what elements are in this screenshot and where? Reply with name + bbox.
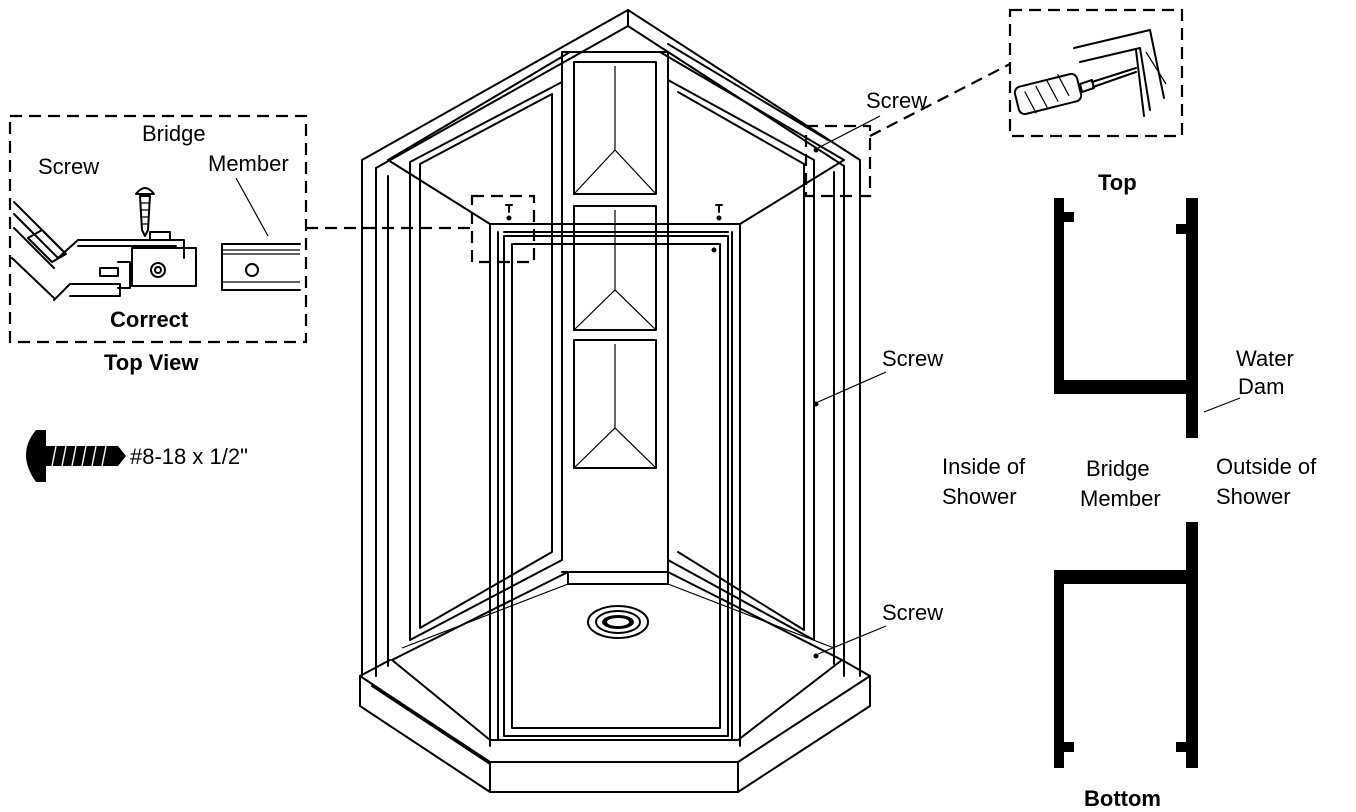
top-right-callout-box xyxy=(804,124,872,198)
screw-leader-middle xyxy=(817,371,887,403)
bridge-center-label-line2: Member xyxy=(1080,486,1161,511)
water-dam-label-line1: Water xyxy=(1236,346,1294,371)
water-dam-label-line2: Dam xyxy=(1238,374,1284,399)
angled-rail xyxy=(11,201,67,299)
top-left-callout-box xyxy=(470,194,536,264)
door-frame xyxy=(387,51,845,747)
top-screws xyxy=(505,147,819,221)
screw-leader-bottom xyxy=(817,625,887,655)
correct-label: Correct xyxy=(110,307,189,332)
bridge-center-label-line1: Bridge xyxy=(1086,456,1150,481)
shower-base xyxy=(359,571,871,793)
bridge-leader-line xyxy=(235,177,269,237)
screw-spec-icon xyxy=(26,430,126,482)
screw-label-middle: Screw xyxy=(882,346,943,371)
profile-top xyxy=(1054,198,1198,438)
top-view-detail: Screw Bridge Member Correct Top View xyxy=(8,114,472,375)
detail-screw-icon xyxy=(135,187,155,237)
inside-label-line1: Inside of xyxy=(942,454,1026,479)
profile-bottom xyxy=(1054,522,1198,768)
screw-label-bottom: Screw xyxy=(882,600,943,625)
back-wall-panel xyxy=(561,51,669,573)
inside-label-line2: Shower xyxy=(942,484,1017,509)
screw-label-top: Screw xyxy=(866,88,927,113)
side-screw-icon xyxy=(813,401,819,407)
bridge-member-piece xyxy=(221,243,301,291)
right-wall-panel xyxy=(627,9,861,677)
outside-label-line1: Outside of xyxy=(1216,454,1317,479)
top-detail-connector xyxy=(869,63,1011,137)
shower-enclosure xyxy=(359,9,1011,793)
bottom-label: Bottom xyxy=(1084,786,1161,811)
drain-icon xyxy=(587,605,649,639)
detail-bridge-label-line2: Member xyxy=(208,151,289,176)
top-label: Top xyxy=(1098,170,1137,195)
top-detail xyxy=(1008,8,1184,138)
outside-label-line2: Shower xyxy=(1216,484,1291,509)
screwdriver-icon xyxy=(1013,67,1137,116)
left-wall-panel xyxy=(361,9,629,677)
door-hinge-pin-icon xyxy=(711,247,717,253)
screw-leader-top xyxy=(817,115,881,149)
bottom-screw-icon xyxy=(813,653,819,659)
detail-screw-label: Screw xyxy=(38,154,99,179)
top-view-label: Top View xyxy=(104,350,199,375)
screw-spec-label: #8-18 x 1/2" xyxy=(130,444,248,469)
detail-bridge-label-line1: Bridge xyxy=(142,121,206,146)
water-dam-leader xyxy=(1203,397,1241,413)
screw-spec: #8-18 x 1/2" xyxy=(26,430,248,482)
top-detail-box xyxy=(1008,8,1184,138)
extrusion-profile xyxy=(53,231,197,301)
